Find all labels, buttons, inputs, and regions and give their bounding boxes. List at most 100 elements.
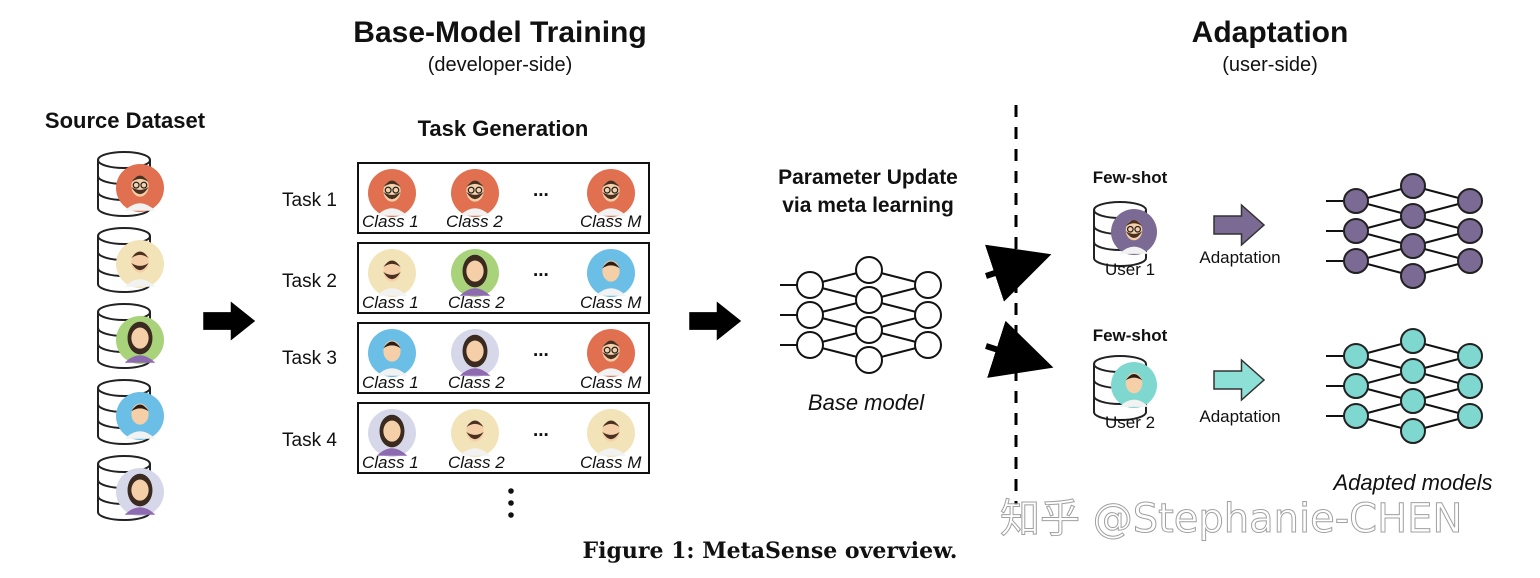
avatar-icon	[451, 329, 499, 377]
network-node	[1457, 248, 1483, 274]
network-node	[1343, 343, 1369, 369]
network-node	[1400, 388, 1426, 414]
network-node	[1400, 328, 1426, 354]
developer-side-subtitle: (developer-side)	[427, 54, 573, 76]
base-model-label: Base model	[807, 390, 925, 415]
task-boxes	[357, 162, 650, 518]
network-node	[855, 256, 883, 284]
vertical-ellipsis-dot	[508, 500, 514, 506]
avatar-icon	[116, 240, 164, 288]
network-node	[1400, 358, 1426, 384]
network-node	[1343, 403, 1369, 429]
avatar-icon	[368, 329, 416, 377]
class-label: Class M	[580, 293, 642, 312]
network-node	[796, 331, 824, 359]
network-node	[1457, 218, 1483, 244]
avatar-icon	[116, 468, 164, 516]
base-model-network	[780, 256, 942, 374]
meta-learning-label: via meta learning	[782, 194, 954, 217]
network-node	[1343, 188, 1369, 214]
network-node	[855, 316, 883, 344]
user-group	[1093, 201, 1266, 421]
class-label: Class 1	[362, 212, 419, 231]
avatar-icon	[587, 409, 635, 457]
adapted-models-label: Adapted models	[1333, 470, 1493, 495]
network-node	[1400, 418, 1426, 444]
network-node	[1400, 263, 1426, 289]
network-node	[1400, 203, 1426, 229]
ellipsis: ...	[533, 340, 549, 361]
watermark: 知乎 @Stephanie-CHEN	[999, 496, 1463, 543]
network-node	[1343, 218, 1369, 244]
few-shot-label: Few-shot	[1092, 168, 1168, 187]
network-node	[914, 271, 942, 299]
network-node	[1457, 403, 1483, 429]
network-node	[796, 271, 824, 299]
user-1-label: User 1	[1104, 260, 1156, 279]
task-label: Task 2	[282, 271, 337, 292]
user2-adapted-network	[1326, 328, 1483, 444]
adaptation-label: Adaptation	[1199, 248, 1281, 267]
avatar-icon	[116, 316, 164, 364]
network-node	[1343, 248, 1369, 274]
task-generation-label: Task Generation	[417, 116, 589, 141]
base-model-training-title: Base-Model Training	[353, 16, 647, 49]
right-block-arrow	[689, 301, 742, 341]
user-side-subtitle: (user-side)	[1222, 54, 1318, 76]
ellipsis: ...	[533, 260, 549, 281]
parameter-update-label: Parameter Update	[778, 166, 958, 189]
adapted-models-networks	[1326, 173, 1483, 444]
source-dataset-group	[97, 151, 164, 521]
user-2-label: User 2	[1104, 413, 1156, 432]
adaptation-title: Adaptation	[1191, 16, 1349, 49]
adaptation-arrow-user2	[1213, 358, 1266, 402]
class-label: Class 2	[446, 212, 503, 231]
avatar-icon	[1111, 209, 1157, 255]
few-shot-label: Few-shot	[1092, 326, 1168, 345]
avatar-icon	[587, 329, 635, 377]
vertical-ellipsis-dot	[508, 512, 514, 518]
network-node	[855, 286, 883, 314]
class-label: Class 2	[448, 453, 505, 472]
class-label: Class 2	[448, 373, 505, 392]
avatar-icon	[451, 249, 499, 297]
class-label: Class 2	[448, 293, 505, 312]
ellipsis: ...	[533, 420, 549, 441]
class-label: Class M	[580, 373, 642, 392]
adaptation-label: Adaptation	[1199, 407, 1281, 426]
network-node	[855, 346, 883, 374]
arrow-to-user1	[984, 244, 1052, 302]
avatar-icon	[451, 169, 499, 217]
user1-adapted-network	[1326, 173, 1483, 289]
avatar-icon	[368, 169, 416, 217]
figure-caption: Figure 1: MetaSense overview.	[582, 538, 958, 564]
avatar-icon	[368, 249, 416, 297]
class-label: Class M	[580, 453, 642, 472]
class-label: Class 1	[362, 293, 419, 312]
avatar-icon	[116, 392, 164, 440]
network-node	[1400, 233, 1426, 259]
class-label: Class 1	[362, 373, 419, 392]
flow-arrows	[203, 244, 1054, 378]
avatar-icon	[451, 409, 499, 457]
task-label: Task 3	[282, 348, 337, 369]
class-label: Class 1	[362, 453, 419, 472]
network-node	[914, 331, 942, 359]
class-label: Class M	[580, 212, 642, 231]
network-node	[1343, 373, 1369, 399]
right-block-arrow	[203, 301, 256, 341]
network-node	[1400, 173, 1426, 199]
avatar-icon	[116, 164, 164, 212]
base-model-network-graph	[780, 256, 942, 374]
network-node	[914, 301, 942, 329]
network-node	[1457, 343, 1483, 369]
vertical-ellipsis-dot	[508, 488, 514, 494]
avatar-icon	[587, 249, 635, 297]
task-label: Task 4	[282, 430, 337, 451]
arrow-to-user2	[985, 320, 1054, 378]
ellipsis: ...	[533, 180, 549, 201]
avatar-icon	[1111, 362, 1157, 408]
adaptation-arrow-user1	[1213, 203, 1266, 247]
avatar-icon	[587, 169, 635, 217]
